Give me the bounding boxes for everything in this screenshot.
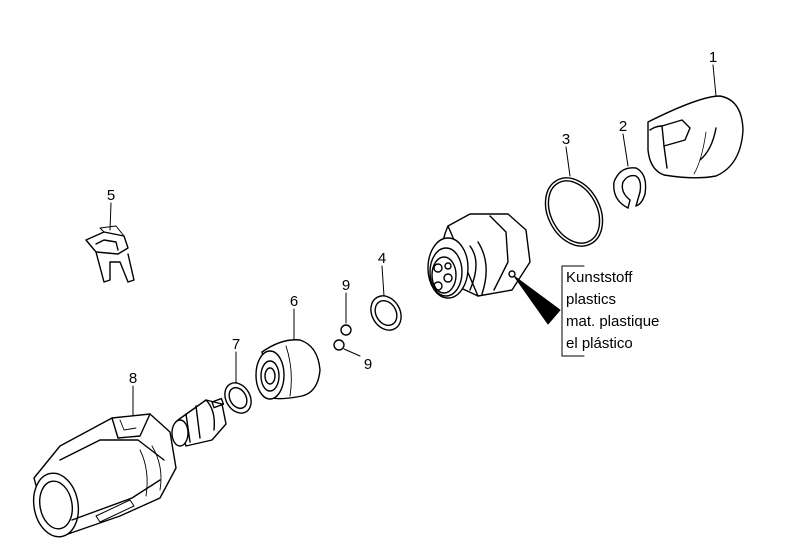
part-2-retaining-ring [613, 167, 647, 209]
central-body [427, 213, 531, 299]
part-number-6: 6 [290, 293, 298, 310]
part-number-9-lower: 9 [364, 356, 372, 373]
material-note: Kunststoff plastics mat. plastique el pl… [566, 267, 716, 355]
part-number-7: 7 [232, 336, 240, 353]
part-4-o-ring [370, 295, 402, 331]
material-note-french: mat. plastique [566, 313, 660, 330]
part-number-4: 4 [378, 250, 386, 267]
part-9-balls [333, 324, 352, 351]
nozzle-insert [171, 397, 227, 447]
part-3-large-o-ring [544, 177, 604, 247]
part-6-sleeve [255, 339, 321, 400]
part-5-clip [85, 225, 135, 283]
leader-lines [109, 64, 717, 417]
part-number-2: 2 [619, 118, 627, 135]
material-note-spanish: el plástico [566, 335, 633, 352]
part-1-end-cap [647, 95, 744, 179]
material-note-english: plastics [566, 291, 617, 308]
part-7-o-ring [224, 382, 252, 414]
part-number-8: 8 [129, 370, 137, 387]
material-note-german: Kunststoff [566, 269, 633, 286]
part-number-1: 1 [709, 49, 717, 66]
part-number-5: 5 [107, 187, 115, 204]
material-callout [513, 265, 585, 357]
part-8-housing [32, 413, 177, 538]
part-number-3: 3 [562, 131, 570, 148]
part-number-9-upper: 9 [342, 277, 350, 294]
